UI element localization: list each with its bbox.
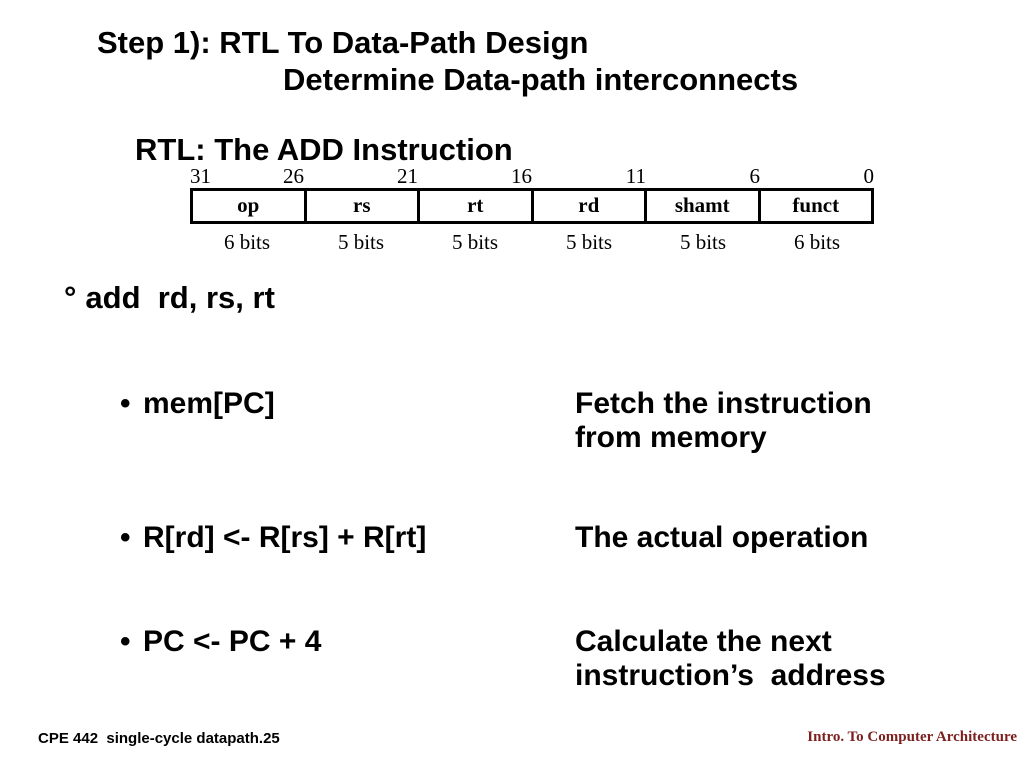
field-width-rs: 5 bits: [337, 230, 385, 254]
rtl-description: Calculate the next instruction’s address: [575, 625, 886, 692]
bit-col-rd: 11: [532, 165, 646, 188]
bit-position-6: 6: [749, 164, 761, 188]
rtl-expression: R[rd] <- R[rs] + R[rt]: [143, 521, 427, 554]
bullet-icon: •: [120, 521, 131, 554]
field-width-rt: 5 bits: [451, 230, 499, 254]
footer-right: Intro. To Computer Architecture: [807, 729, 1017, 745]
section-heading: RTL: The ADD Instruction: [135, 132, 513, 167]
bullet-icon: •: [120, 387, 131, 420]
bullet-icon: •: [120, 625, 131, 658]
rtl-description: Fetch the instruction from memory: [575, 387, 872, 454]
assembly-line: °add rd, rs, rt: [64, 279, 275, 316]
instruction-format-table: op rs rt rd shamt funct: [190, 188, 874, 224]
field-cell-shamt: shamt: [644, 191, 758, 221]
bit-col-op: 31 26: [190, 165, 304, 188]
bit-position-16: 16: [511, 164, 532, 188]
field-cell-funct: funct: [757, 191, 872, 221]
bit-position-0: 0: [863, 164, 875, 188]
bit-col-rs: 21: [304, 165, 418, 188]
bit-col-shamt: 6: [646, 164, 761, 188]
slide-title: Step 1): RTL To Data-Path Design Determi…: [97, 24, 798, 98]
bit-col-funct: 0: [760, 164, 875, 188]
field-cell-op: op: [237, 193, 260, 217]
field-width-op: 6 bits: [223, 230, 271, 254]
degree-bullet-icon: °: [64, 280, 77, 315]
field-width-shamt: 5 bits: [679, 230, 727, 254]
rtl-expression: PC <- PC + 4: [143, 625, 322, 658]
bit-position-21: 21: [397, 164, 418, 188]
bit-position-11: 11: [625, 164, 646, 188]
field-width-funct: 6 bits: [793, 230, 841, 254]
title-line-2: Determine Data-path interconnects: [283, 62, 799, 97]
rtl-expression: mem[PC]: [143, 387, 275, 420]
bit-position-31: 31: [190, 164, 211, 188]
bit-position-26: 26: [283, 164, 304, 188]
field-width-labels: 6 bits 5 bits 5 bits 5 bits 5 bits 6 bit…: [190, 230, 874, 254]
rtl-description: The actual operation: [575, 521, 869, 554]
bit-col-rt: 16: [418, 165, 532, 188]
bit-position-labels: 31 26 21 16 11 6 0: [190, 165, 874, 188]
field-cell-rs: rs: [303, 191, 418, 221]
footer-left: CPE 442 single-cycle datapath.25: [38, 730, 280, 747]
assembly-text: add rd, rs, rt: [85, 280, 275, 315]
field-cell-rd: rd: [530, 191, 645, 221]
field-cell-rt: rt: [417, 191, 531, 221]
field-width-rd: 5 bits: [565, 230, 613, 254]
title-line-1: Step 1): RTL To Data-Path Design: [97, 25, 589, 60]
